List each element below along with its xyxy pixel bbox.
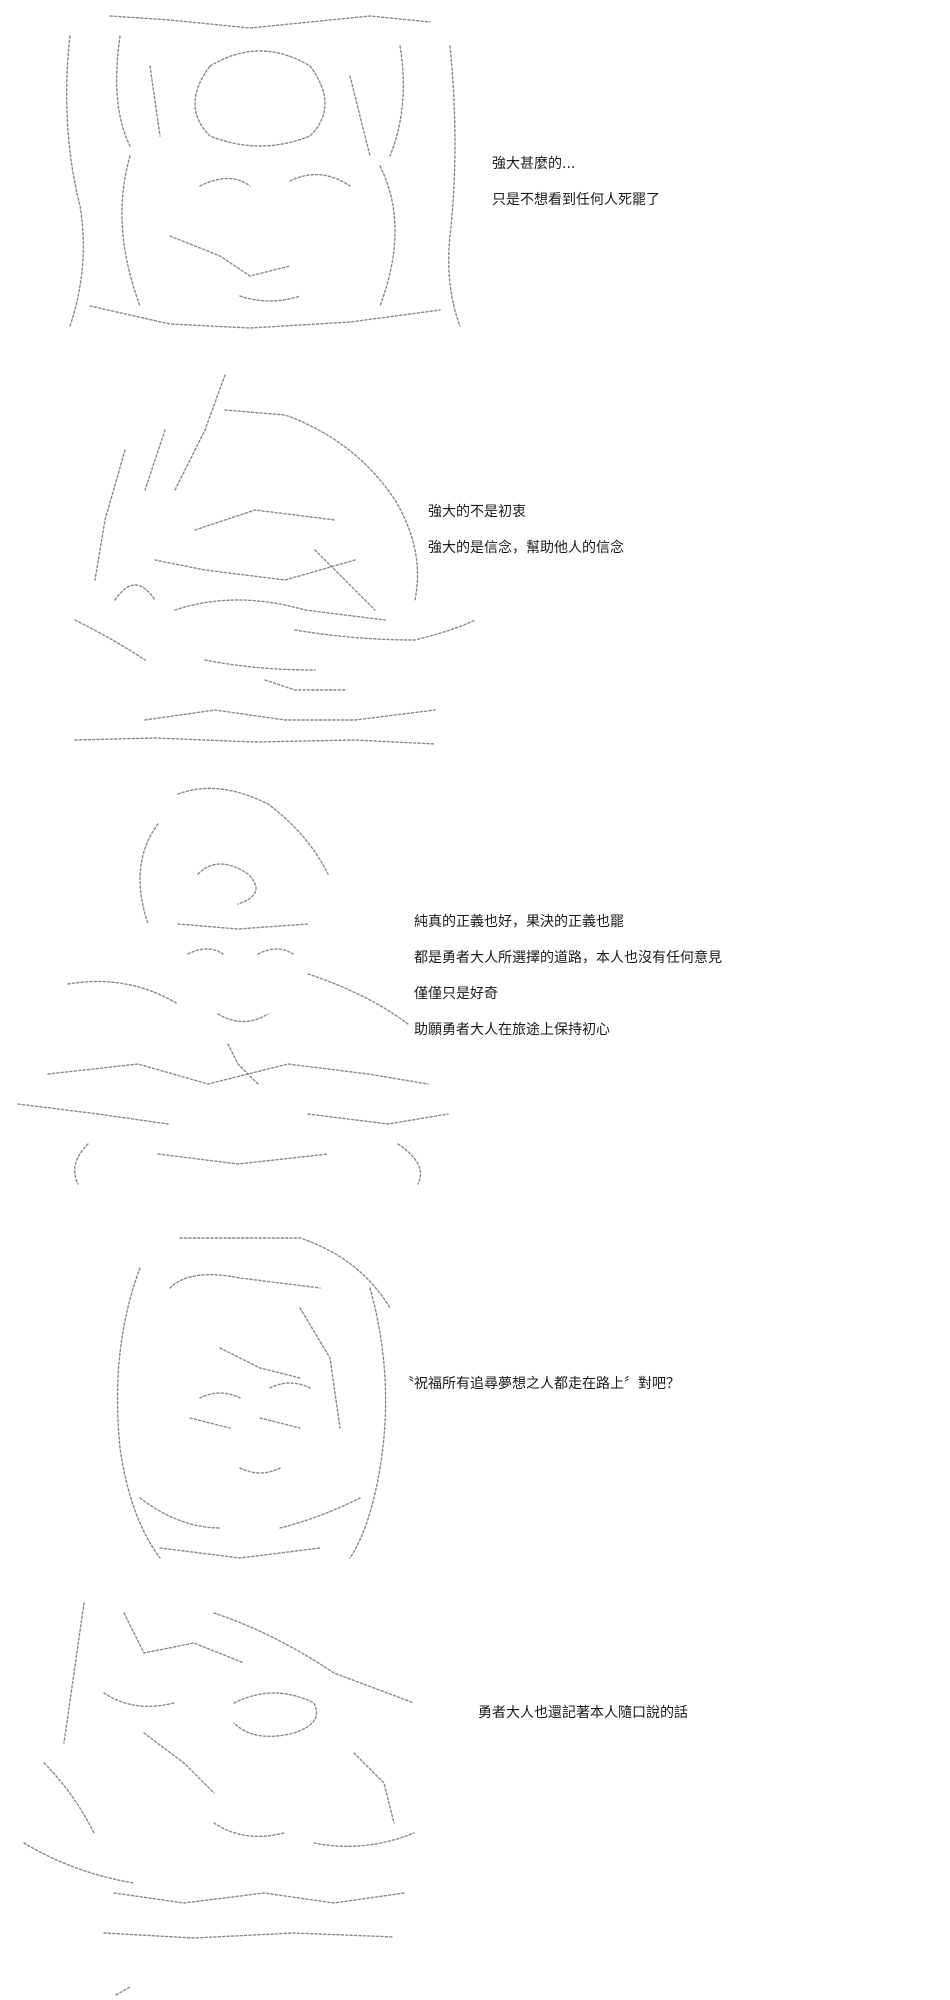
- caption-2: 強大的不是初衷 強大的是信念，幫助他人的信念: [428, 494, 624, 566]
- panel-5: 勇者大人也還記著本人隨口說的話: [0, 1585, 950, 2000]
- ascii-art-figure-2: [55, 370, 485, 755]
- panel-1: 強大甚麼的... 只是不想看到任何人死罷了: [0, 0, 950, 340]
- caption-line: 純真的正義也好，果決的正義也罷: [414, 914, 624, 930]
- caption-line: 都是勇者大人所選擇的道路，本人也沒有任何意見: [414, 950, 722, 966]
- panel-2: 強大的不是初衷 強大的是信念，幫助他人的信念: [0, 360, 950, 760]
- caption-line: 強大甚麼的...: [492, 156, 576, 172]
- ascii-art-figure-3: [8, 784, 478, 1194]
- ascii-art-fragment: [110, 1983, 150, 1997]
- caption-line: 強大的是信念，幫助他人的信念: [428, 540, 624, 556]
- panel-4: 〝祝福所有追尋夢想之人都走在路上〞對吧？: [0, 1220, 950, 1570]
- caption-1: 強大甚麼的... 只是不想看到任何人死罷了: [492, 146, 660, 218]
- ascii-art-figure-5: [14, 1593, 484, 1953]
- ascii-art-figure-4: [100, 1228, 400, 1568]
- caption-4: 〝祝福所有追尋夢想之人都走在路上〞對吧？: [400, 1366, 680, 1402]
- caption-3: 純真的正義也好，果決的正義也罷 都是勇者大人所選擇的道路，本人也沒有任何意見 僅…: [414, 904, 722, 1048]
- caption-line: 僅僅只是好奇: [414, 986, 498, 1002]
- caption-line: 只是不想看到任何人死罷了: [492, 192, 660, 208]
- caption-line: 勇者大人也還記著本人隨口說的話: [478, 1705, 688, 1721]
- caption-line: 強大的不是初衷: [428, 504, 526, 520]
- ascii-art-figure-1: [50, 6, 470, 336]
- caption-line: 〝祝福所有追尋夢想之人都走在路上〞對吧？: [400, 1376, 680, 1392]
- caption-5: 勇者大人也還記著本人隨口說的話: [478, 1695, 688, 1731]
- caption-line: 助願勇者大人在旅途上保持初心: [414, 1022, 610, 1038]
- panel-3: 純真的正義也好，果決的正義也罷 都是勇者大人所選擇的道路，本人也沒有任何意見 僅…: [0, 780, 950, 1200]
